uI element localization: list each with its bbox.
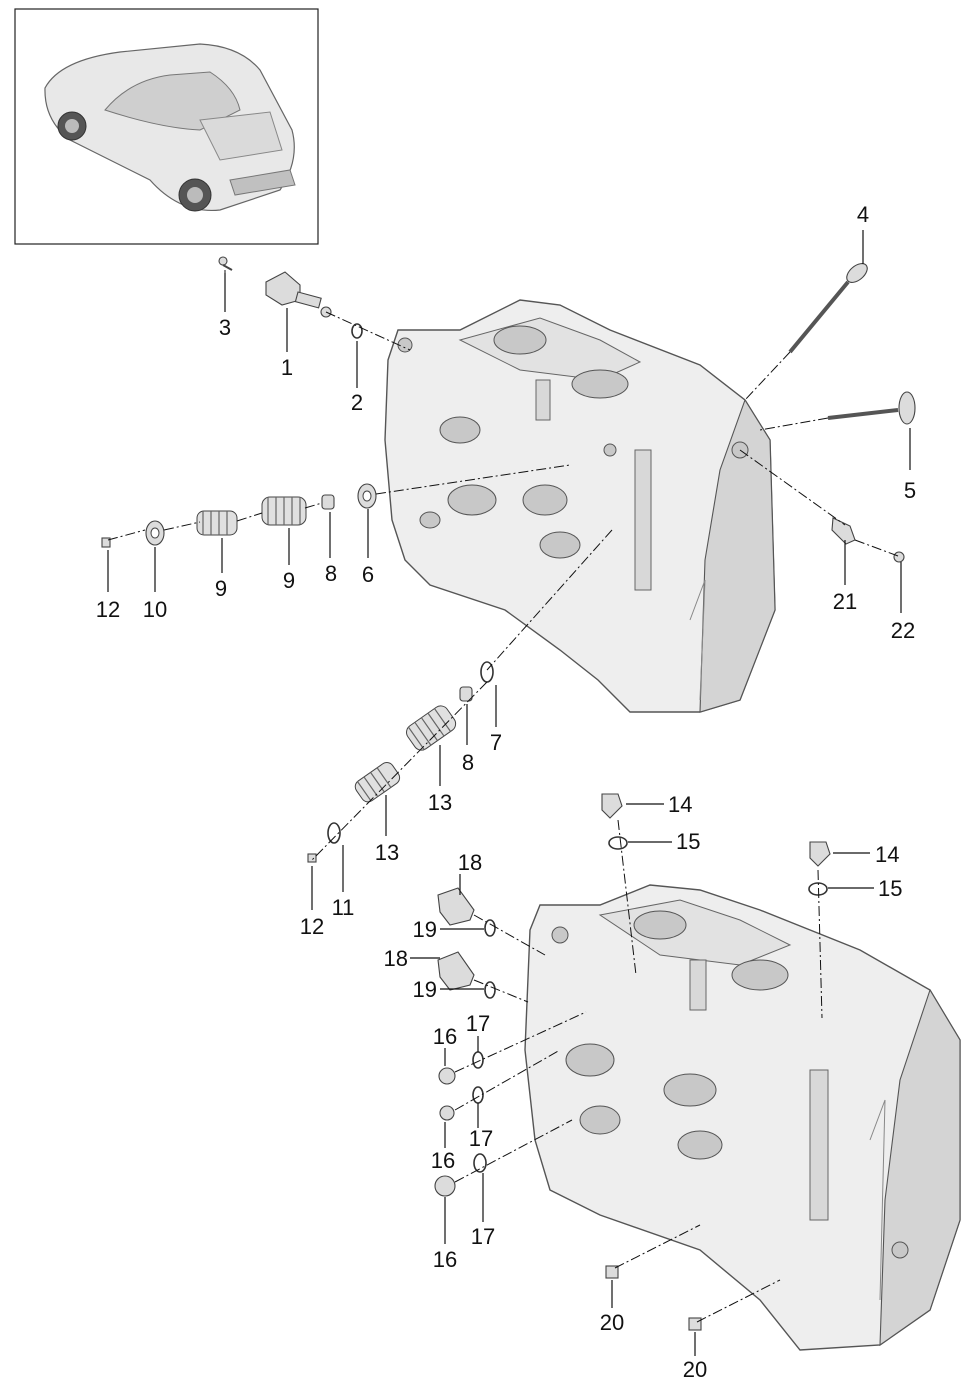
- part-22-bolt: [893, 551, 905, 563]
- part-8-seal-mid: [459, 686, 473, 702]
- callout-8-upper: 8: [325, 561, 337, 586]
- part-9-spring-small: [196, 510, 238, 536]
- part-5-valve: [827, 391, 916, 425]
- callout-7: 7: [490, 730, 502, 755]
- part-8-seal: [321, 494, 335, 510]
- callout-20-lower: 20: [683, 1357, 707, 1382]
- callout-16-middle: 16: [431, 1148, 455, 1173]
- part-6-washer: [357, 483, 377, 509]
- callout-5: 5: [904, 478, 916, 503]
- leader-lines: [107, 230, 911, 1356]
- part-15-o-ring: [608, 836, 828, 896]
- callout-12-upper: 12: [96, 597, 120, 622]
- callout-22: 22: [891, 618, 915, 643]
- callout-3: 3: [219, 315, 231, 340]
- callout-1: 1: [281, 355, 293, 380]
- callout-17-middle: 17: [469, 1126, 493, 1151]
- callout-19-lower: 19: [413, 977, 437, 1002]
- part-13-spring-upper: [406, 705, 457, 751]
- callout-17-lower: 17: [471, 1224, 495, 1249]
- part-10-retainer: [145, 520, 165, 546]
- vehicle-thumbnail: [14, 8, 319, 245]
- part-9-spring-large: [261, 496, 307, 526]
- part-18-solenoid: [437, 887, 475, 991]
- callout-9-large: 9: [283, 568, 295, 593]
- callout-labels: 3 1 2 4 5 6 8 9 9 10 12 21 22 7 8 13 13 …: [96, 202, 916, 1382]
- part-13-spring-lower: [354, 761, 401, 803]
- callout-14-right: 14: [875, 842, 899, 867]
- callout-10: 10: [143, 597, 167, 622]
- assembly-lines: [107, 270, 899, 1323]
- callout-15-left: 15: [676, 829, 700, 854]
- callout-14-left: 14: [668, 792, 692, 817]
- part-17-seal: [472, 1051, 487, 1173]
- upper-cylinder-head: [384, 299, 776, 713]
- part-1-actuator: [265, 271, 332, 318]
- callout-9-small: 9: [215, 576, 227, 601]
- callout-12-middle: 12: [300, 914, 324, 939]
- callout-17-upper: 17: [466, 1011, 490, 1036]
- callout-19-upper: 19: [413, 917, 437, 942]
- part-14-plug: [601, 793, 831, 867]
- callout-13-lower: 13: [375, 840, 399, 865]
- part-2-seal-ring: [351, 323, 363, 339]
- callout-20-upper: 20: [600, 1310, 624, 1335]
- callout-21: 21: [833, 589, 857, 614]
- callout-8-middle: 8: [462, 750, 474, 775]
- callout-16-lower: 16: [433, 1247, 457, 1272]
- callout-13-upper: 13: [428, 790, 452, 815]
- part-3-bolt: [218, 256, 233, 271]
- callout-6: 6: [362, 562, 374, 587]
- part-21-sensor: [831, 517, 856, 545]
- callout-15-right: 15: [878, 876, 902, 901]
- callout-18-lower: 18: [384, 946, 408, 971]
- part-19-o-ring: [484, 919, 496, 999]
- part-4-valve: [788, 263, 868, 354]
- car-icon: [44, 43, 296, 212]
- part-12-keeper-mid: [307, 853, 317, 863]
- part-11-retainer: [327, 822, 341, 844]
- part-12-keeper: [101, 537, 111, 548]
- callout-16-upper: 16: [433, 1024, 457, 1049]
- callout-11: 11: [332, 895, 355, 920]
- callout-4: 4: [857, 202, 869, 227]
- callout-18-upper: 18: [458, 850, 482, 875]
- callout-2: 2: [351, 390, 363, 415]
- lower-cylinder-head: [524, 884, 961, 1351]
- part-16-plug: [434, 1067, 456, 1197]
